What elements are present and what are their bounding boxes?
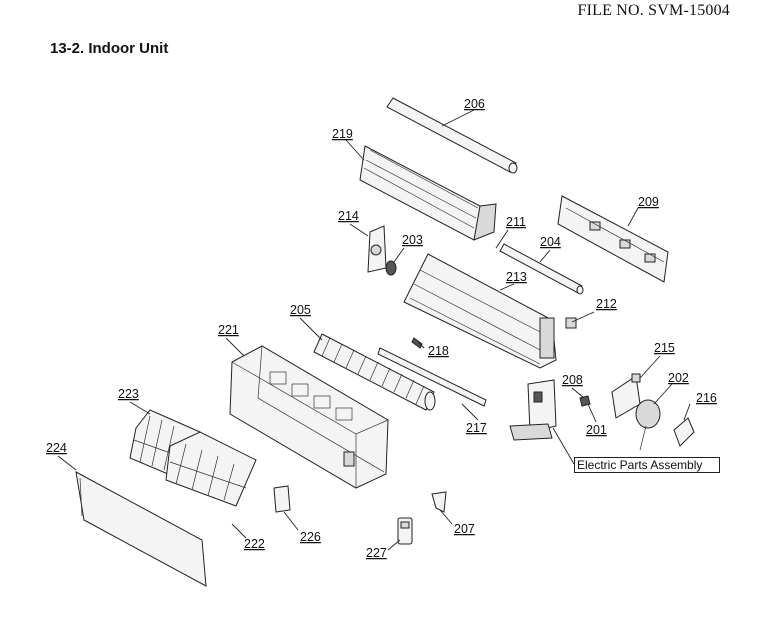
part-label-209: 209 [638,195,659,209]
part-226-drawing [273,485,291,513]
part-label-207: 207 [454,522,475,536]
part-label-205: 205 [290,303,311,317]
section-title: 13-2. Indoor Unit [50,40,169,57]
part-213-drawing [403,253,557,369]
part-label-224: 224 [46,441,67,455]
part-224-front-panel-drawing [75,471,207,587]
part-204-drawing [499,243,584,295]
part-205-fan-drawing [313,333,436,411]
part-label-227: 227 [366,546,387,560]
file-number: FILE NO. SVM-15004 [577,2,730,19]
part-203-drawing [385,260,397,276]
electric-parts-assembly-label-box: Electric Parts Assembly [574,457,720,473]
part-label-208: 208 [562,373,583,387]
part-219-drawing [359,145,497,241]
part-label-212: 212 [596,297,617,311]
part-label-226: 226 [300,530,321,544]
part-label-222: 222 [244,537,265,551]
part-label-202: 202 [668,371,689,385]
part-label-221: 221 [218,323,239,337]
part-216-drawing [673,417,695,447]
part-217-louver-drawing [377,347,487,407]
part-label-216: 216 [696,391,717,405]
part-208-drawing [579,395,591,407]
part-label-211: 211 [506,215,526,229]
part-label-206: 206 [464,97,485,111]
part-label-215: 215 [654,341,675,355]
part-label-217: 217 [466,421,487,435]
part-label-204: 204 [540,235,561,249]
leader-lines [57,109,691,551]
part-label-201: 201 [586,423,607,437]
part-214-drawing [367,225,387,273]
part-label-203: 203 [402,233,423,247]
part-label-218: 218 [428,344,449,358]
part-label-219: 219 [332,127,353,141]
electric-parts-assembly-label: Electric Parts Assembly [577,458,703,472]
part-221-body-drawing [229,345,389,489]
electric-parts-assembly-drawing [509,379,557,441]
part-label-213: 213 [506,270,527,284]
part-labels: 206 219 209 214 211 203 204 213 212 205 … [46,97,717,560]
part-223-filter-drawing [129,409,257,507]
part-label-223: 223 [118,387,139,401]
part-206-pipe-drawing [386,97,518,174]
part-202-fan-motor-drawing [635,399,661,451]
part-label-214: 214 [338,209,359,223]
part-218-drawing [411,337,423,349]
part-212-drawing [565,317,577,329]
part-207-drawing [431,491,447,513]
part-209-back-plate-drawing [557,195,669,283]
part-227-remote-drawing [397,517,413,545]
